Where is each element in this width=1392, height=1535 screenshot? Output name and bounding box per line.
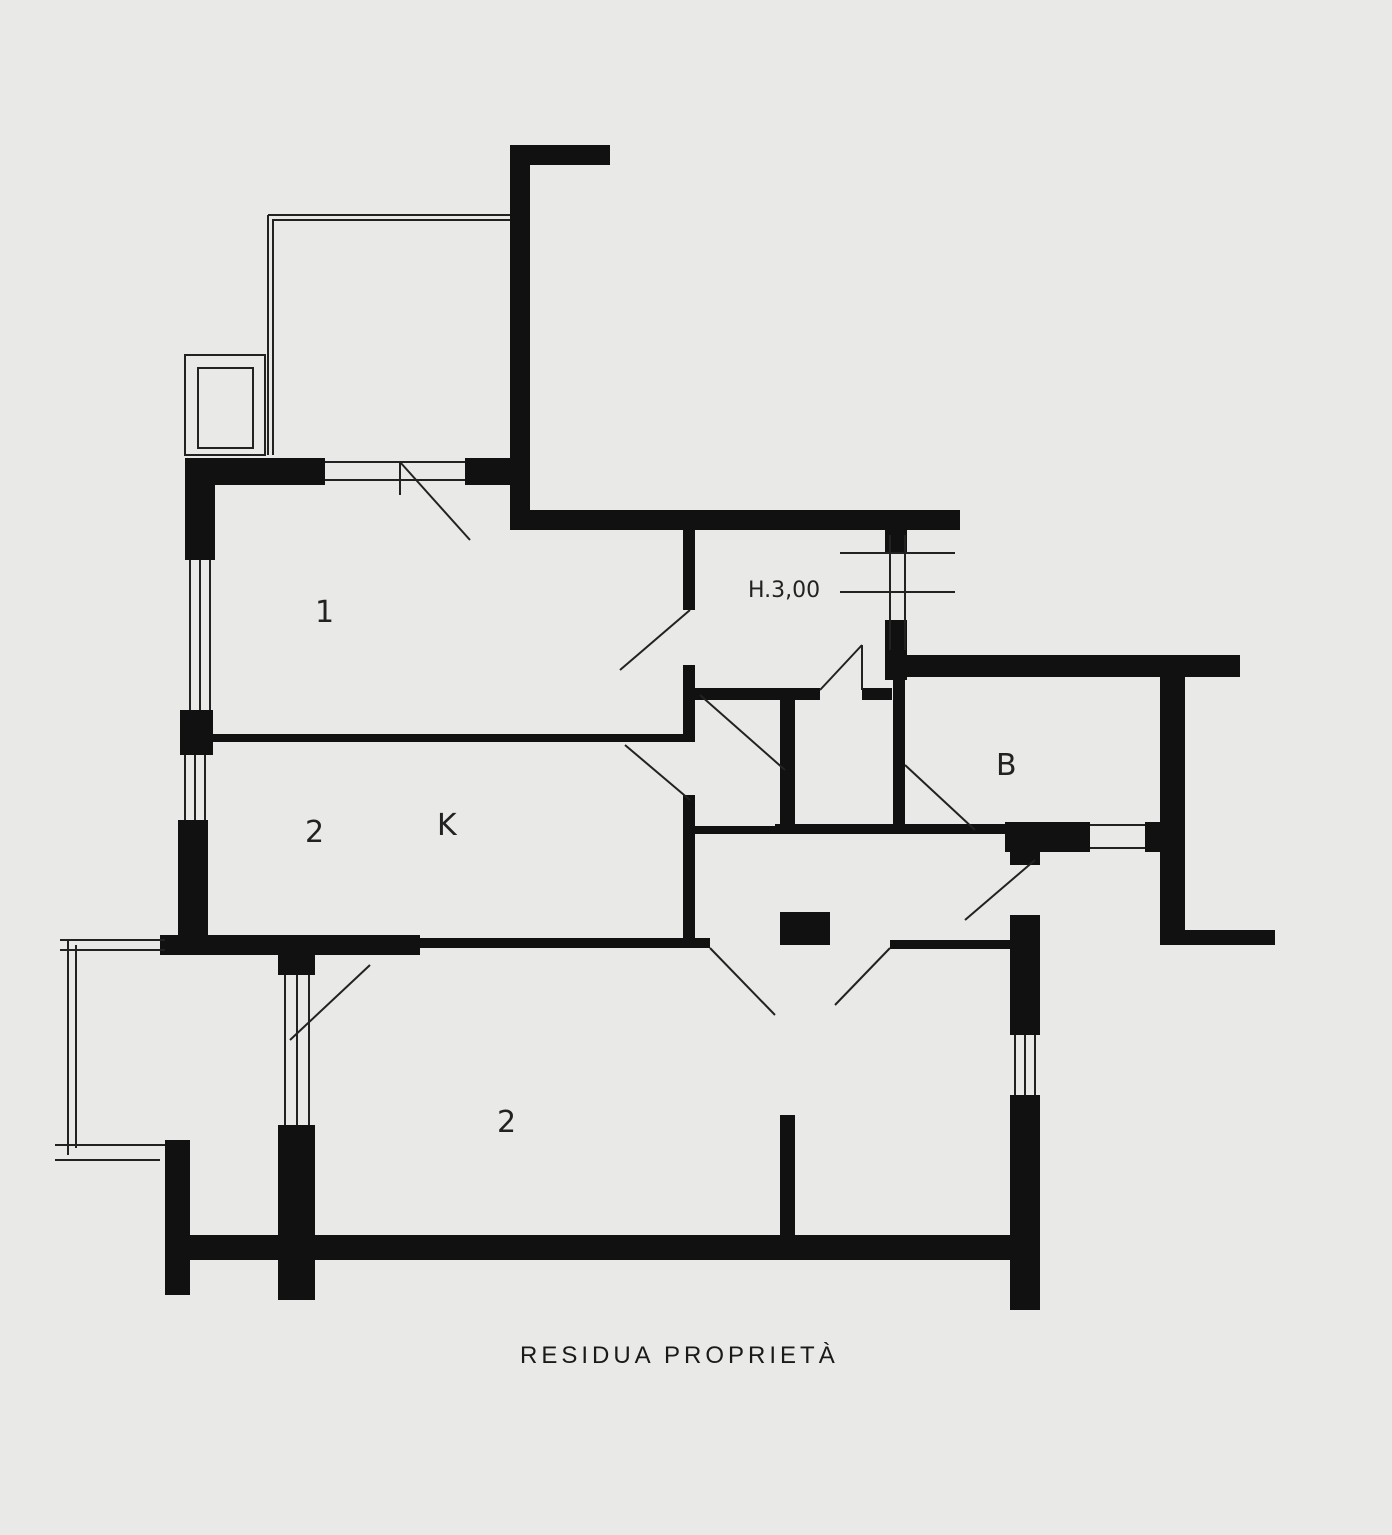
room-1-label: 1: [315, 595, 335, 630]
room-2-lower-label: 2: [497, 1105, 517, 1140]
room-2-upper-label: 2: [305, 815, 325, 850]
walls: [160, 145, 1275, 1310]
caption: RESIDUA PROPRIETÀ: [520, 1342, 839, 1369]
bath-label: B: [996, 748, 1017, 783]
windows-doors: [55, 214, 1145, 1161]
ceiling-height-label: H.3,00: [748, 578, 821, 603]
kitchen-label: K: [437, 808, 457, 843]
